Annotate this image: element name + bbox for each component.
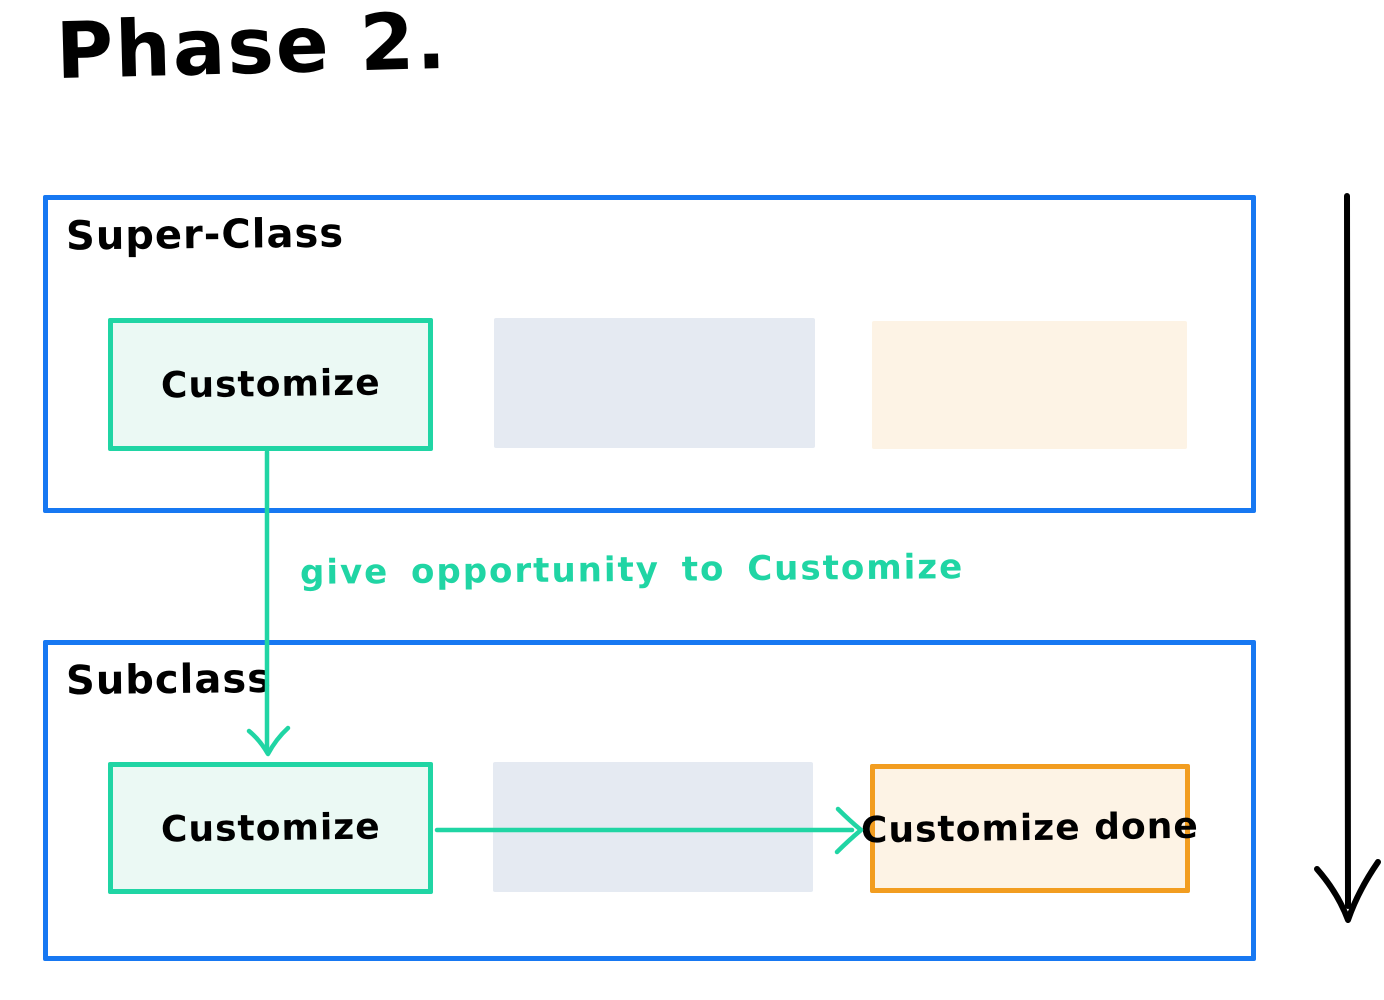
flow-annotation-text: give opportunity to Customize: [299, 547, 965, 593]
subclass-label: Subclass: [65, 655, 273, 705]
subclass-customize-done-box: Customize done: [861, 764, 1199, 893]
subclass-customize-box: Customize: [108, 762, 433, 894]
superclass-placeholder-box-peach: [872, 321, 1187, 449]
subclass-customize-label: Customize: [160, 805, 381, 851]
superclass-customize-box: Customize: [108, 318, 433, 451]
superclass-label: Super-Class: [65, 210, 345, 260]
superclass-customize-label: Customize: [160, 362, 381, 407]
subclass-placeholder-box-gray: [493, 762, 813, 892]
superclass-placeholder-box-gray: [494, 318, 815, 448]
phase-progress-arrow: [1314, 193, 1381, 923]
subclass-customize-done-label: Customize done: [860, 805, 1200, 852]
page-title: Phase 2.: [54, 0, 449, 98]
